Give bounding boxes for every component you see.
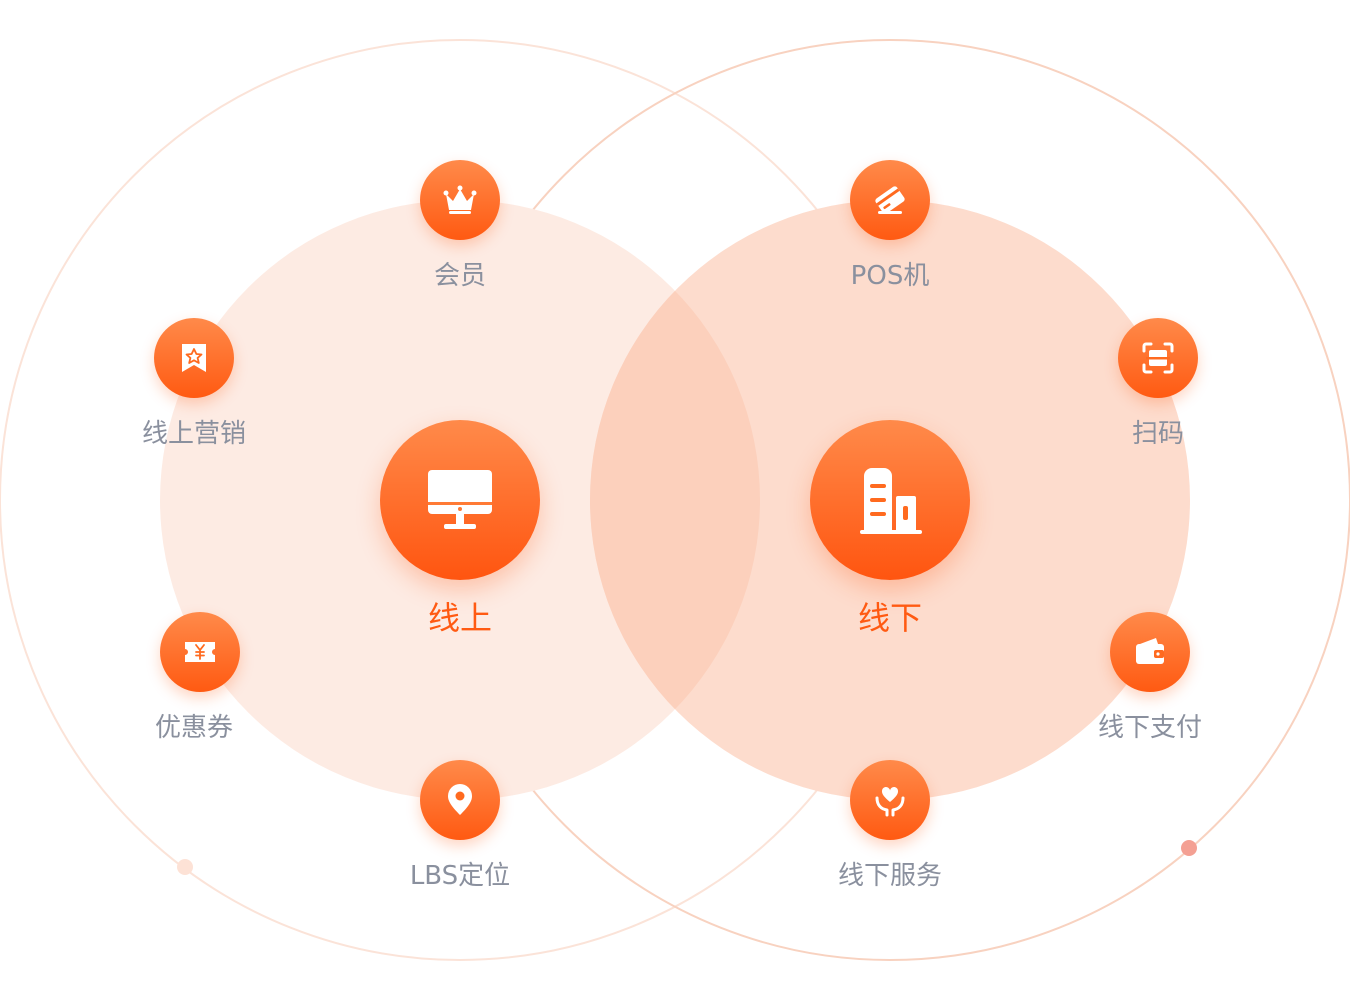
building-icon [860, 468, 922, 534]
monitor-icon [428, 470, 492, 529]
wallet-icon [1136, 638, 1164, 664]
offline-hub-label: 线下 [857, 599, 922, 637]
lbs-label: LBS定位 [409, 861, 511, 891]
online-marketing-button[interactable] [154, 318, 234, 398]
offline-service-label: 线下服务 [837, 861, 942, 891]
card-icon [875, 186, 905, 214]
online-hub-button[interactable] [380, 420, 540, 580]
location-pin-icon [448, 784, 472, 815]
pos-button[interactable] [850, 160, 930, 240]
left-ring-dot [177, 859, 193, 875]
online-marketing-label: 线上营销 [141, 419, 246, 449]
coupon-label: 优惠券 [154, 713, 233, 743]
coupon-button[interactable] [160, 612, 240, 692]
scan-icon [1142, 342, 1174, 374]
ticket-yen-icon [185, 642, 215, 662]
lbs-button[interactable] [420, 760, 500, 840]
member-button[interactable] [420, 160, 500, 240]
crown-icon [443, 185, 477, 214]
heart-hands-icon [875, 786, 905, 817]
bookmark-star-icon [182, 344, 206, 372]
offline-service-button[interactable] [850, 760, 930, 840]
pos-label: POS机 [850, 261, 930, 291]
offline-hub-button[interactable] [810, 420, 970, 580]
offline-payment-button[interactable] [1110, 612, 1190, 692]
right-ring-dot [1181, 840, 1197, 856]
scan-label: 扫码 [1131, 419, 1184, 449]
online-hub-label: 线上 [427, 599, 492, 637]
offline-payment-label: 线下支付 [1097, 713, 1202, 743]
member-label: 会员 [433, 261, 486, 291]
scan-button[interactable] [1118, 318, 1198, 398]
